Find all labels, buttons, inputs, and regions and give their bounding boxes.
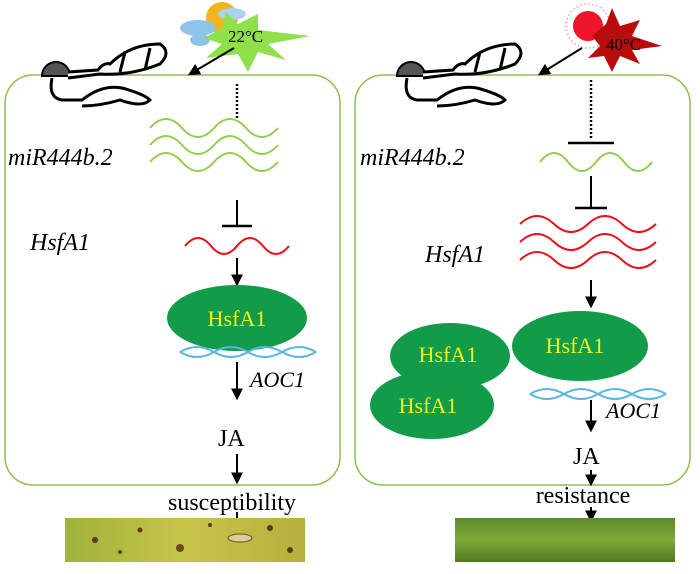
heat-arrow: [537, 47, 583, 76]
mirna-label: miR444b.2: [8, 145, 113, 171]
right-panel: 40°C miR444b.2 HsfA1 HsfA1 HsfA1 HsfA1 A…: [354, 3, 691, 562]
temperature-star: [204, 12, 310, 72]
hormone-label: JA: [218, 426, 245, 452]
hsfa1-protein: [512, 311, 648, 381]
mirna-wave: [539, 152, 653, 172]
mirna-label: miR444b.2: [360, 145, 465, 171]
temperature-label: 40°C: [606, 35, 641, 54]
protein-label: HsfA1: [208, 306, 267, 331]
hsfa1-protein: [167, 285, 307, 351]
dna-icon: [529, 388, 667, 400]
left-panel: 22°C miR444b.2 HsfA1 HsfA1 AOC1 JA susce…: [4, 2, 341, 562]
outcome-label: resistance: [536, 483, 631, 509]
diseased-leaf-image: [65, 518, 305, 562]
hsfa1-protein: [370, 371, 494, 439]
target-gene-label: AOC1: [604, 398, 661, 423]
temperature-label: 22°C: [228, 27, 263, 46]
sun-cloud-icon: [180, 2, 246, 46]
healthy-leaf-image: [455, 518, 675, 562]
protein-label: HsfA1: [546, 333, 605, 358]
target-gene-label: AOC1: [248, 367, 305, 392]
gene-label: HsfA1: [424, 242, 485, 268]
protein-label: HsfA1: [399, 393, 458, 418]
hormone-label: JA: [573, 444, 600, 470]
mrna-waves: [519, 215, 657, 269]
outcome-label: susceptibility: [168, 490, 296, 516]
mirna-waves: [149, 118, 279, 172]
protein-label: HsfA1: [419, 342, 478, 367]
cell-outline: [354, 74, 691, 486]
dna-icon: [179, 346, 317, 358]
mrna-wave: [184, 237, 290, 255]
gene-label: HsfA1: [29, 230, 90, 256]
temperature-star: [588, 8, 662, 72]
cell-outline: [4, 74, 341, 486]
heat-arrow: [187, 47, 235, 76]
